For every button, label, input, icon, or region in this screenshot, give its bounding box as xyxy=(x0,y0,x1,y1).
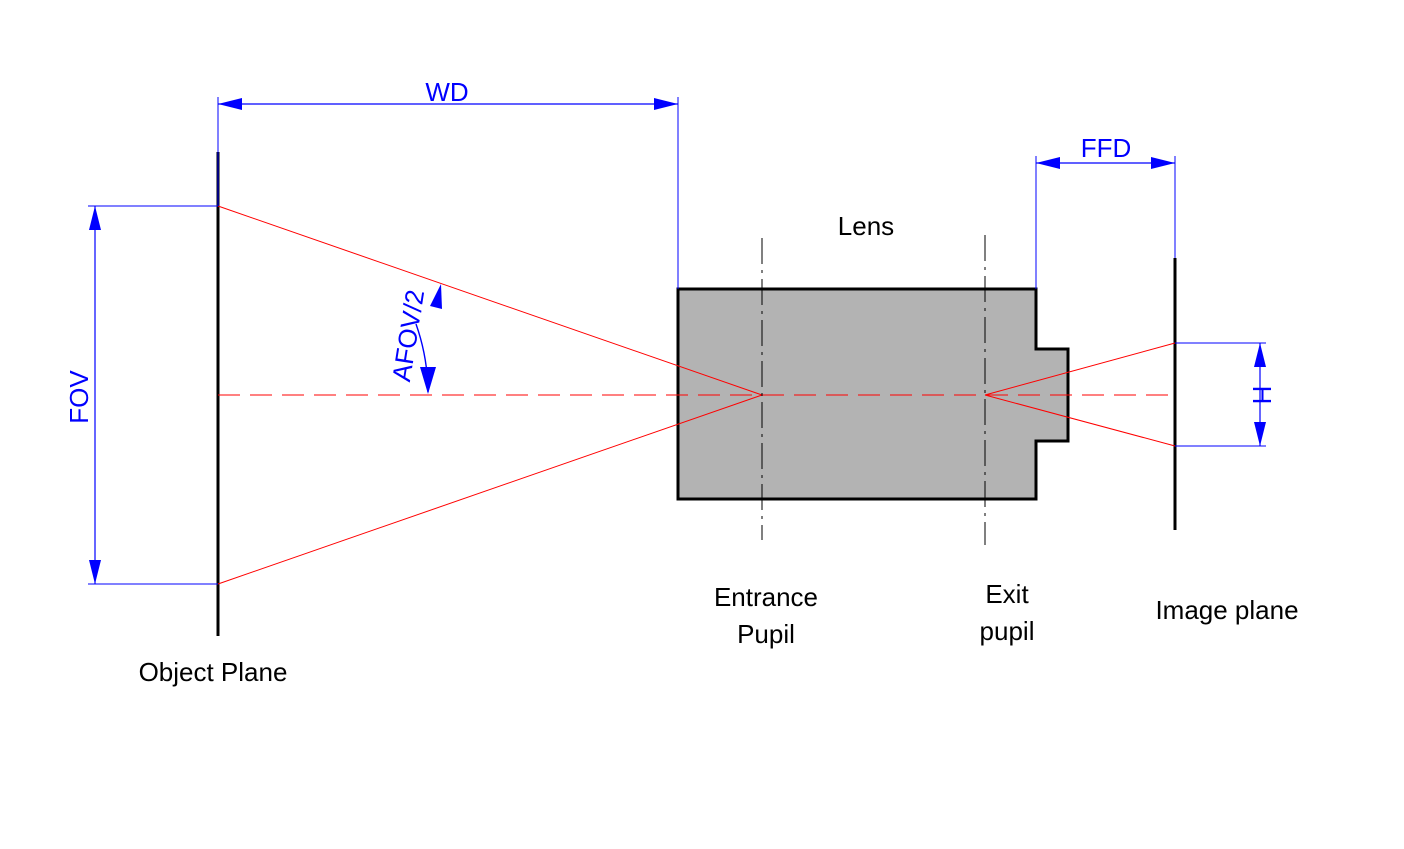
ray-top-object xyxy=(217,205,763,396)
h-dimension: H xyxy=(1175,342,1277,447)
fov-label: FOV xyxy=(64,370,94,424)
afov-half-dimension: AFOV/2 xyxy=(386,284,442,394)
ray-bottom-image xyxy=(984,394,1176,447)
fov-dimension: FOV xyxy=(64,205,218,585)
ffd-dimension: FFD xyxy=(1035,133,1176,289)
wd-label: WD xyxy=(425,77,468,107)
wd-dimension: WD xyxy=(217,77,679,289)
h-label: H xyxy=(1247,386,1277,405)
object-plane-label: Object Plane xyxy=(139,657,288,687)
ray-top-image xyxy=(984,342,1176,396)
entrance-pupil-label-line2: Pupil xyxy=(737,619,795,649)
exit-pupil-label-line1: Exit xyxy=(985,579,1029,609)
lens-body xyxy=(676,287,1070,501)
ray-bottom-object xyxy=(217,394,763,585)
image-plane-label: Image plane xyxy=(1155,595,1298,625)
ffd-label: FFD xyxy=(1081,133,1132,163)
entrance-pupil-label-line1: Entrance xyxy=(714,582,818,612)
lens-label: Lens xyxy=(838,211,894,241)
exit-pupil-label-line2: pupil xyxy=(980,616,1035,646)
